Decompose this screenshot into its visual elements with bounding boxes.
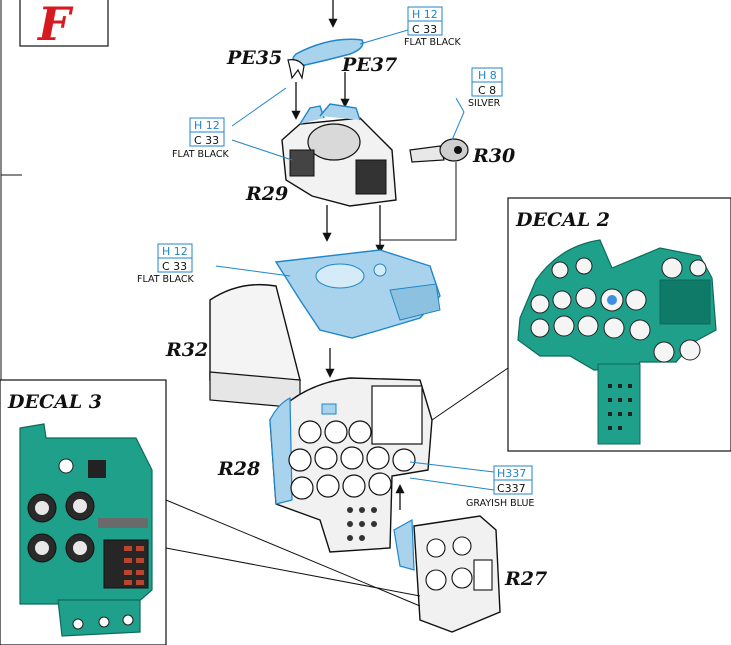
part-pe35-shape xyxy=(287,59,305,80)
callout-3-name: FLAT BLACK xyxy=(172,149,230,160)
callout-1-name: FLAT BLACK xyxy=(404,37,462,48)
callout-4-name: FLAT BLACK xyxy=(137,274,195,285)
label-r29: R29 xyxy=(245,183,288,205)
decal-2-box: DECAL 2 xyxy=(431,197,731,452)
part-r28-shape xyxy=(269,377,433,553)
decal-2-title: DECAL 2 xyxy=(515,209,610,231)
paint-callout-5: H337 C337 GRAYISH BLUE xyxy=(466,465,534,509)
label-pe35: PE35 xyxy=(226,47,282,69)
leader-r30 xyxy=(380,162,457,241)
step-letter: F xyxy=(36,0,74,51)
callout-2-h: H 8 xyxy=(478,69,497,82)
callout-5-h: H337 xyxy=(497,467,526,480)
decal-3-panel xyxy=(19,423,153,637)
callout-1-c: C 33 xyxy=(412,23,437,36)
callout-4-c: C 33 xyxy=(162,260,187,273)
part-r27-shape xyxy=(393,515,501,633)
label-r30: R30 xyxy=(472,145,515,167)
label-r32: R32 xyxy=(165,339,208,361)
label-r27: R27 xyxy=(504,568,547,590)
part-r30-shape xyxy=(409,138,469,163)
label-pe37: PE37 xyxy=(341,54,397,76)
callout-1-h: H 12 xyxy=(412,8,438,21)
paint-leaders xyxy=(215,29,495,491)
step-letter-box: F xyxy=(19,0,109,51)
part-r29-shape xyxy=(281,103,397,207)
part-r32-shape xyxy=(209,249,441,409)
label-r28: R28 xyxy=(217,458,260,480)
callout-3-c: C 33 xyxy=(194,134,219,147)
callout-5-name: GRAYISH BLUE xyxy=(466,498,534,509)
decal-2-panel xyxy=(517,239,717,445)
paint-callout-3: H 12 C 33 FLAT BLACK xyxy=(172,117,230,160)
paint-callout-2: H 8 C 8 SILVER xyxy=(468,67,503,109)
callout-2-c: C 8 xyxy=(478,84,496,97)
decal-3-title: DECAL 3 xyxy=(7,391,102,413)
paint-callout-4: H 12 C 33 FLAT BLACK xyxy=(137,243,195,285)
callout-3-h: H 12 xyxy=(194,119,220,132)
paint-callout-1: H 12 C 33 FLAT BLACK xyxy=(404,6,462,48)
decal-3-box: DECAL 3 xyxy=(0,379,421,645)
callout-5-c: C337 xyxy=(497,482,526,495)
callout-2-name: SILVER xyxy=(468,98,501,109)
callout-4-h: H 12 xyxy=(162,245,188,258)
